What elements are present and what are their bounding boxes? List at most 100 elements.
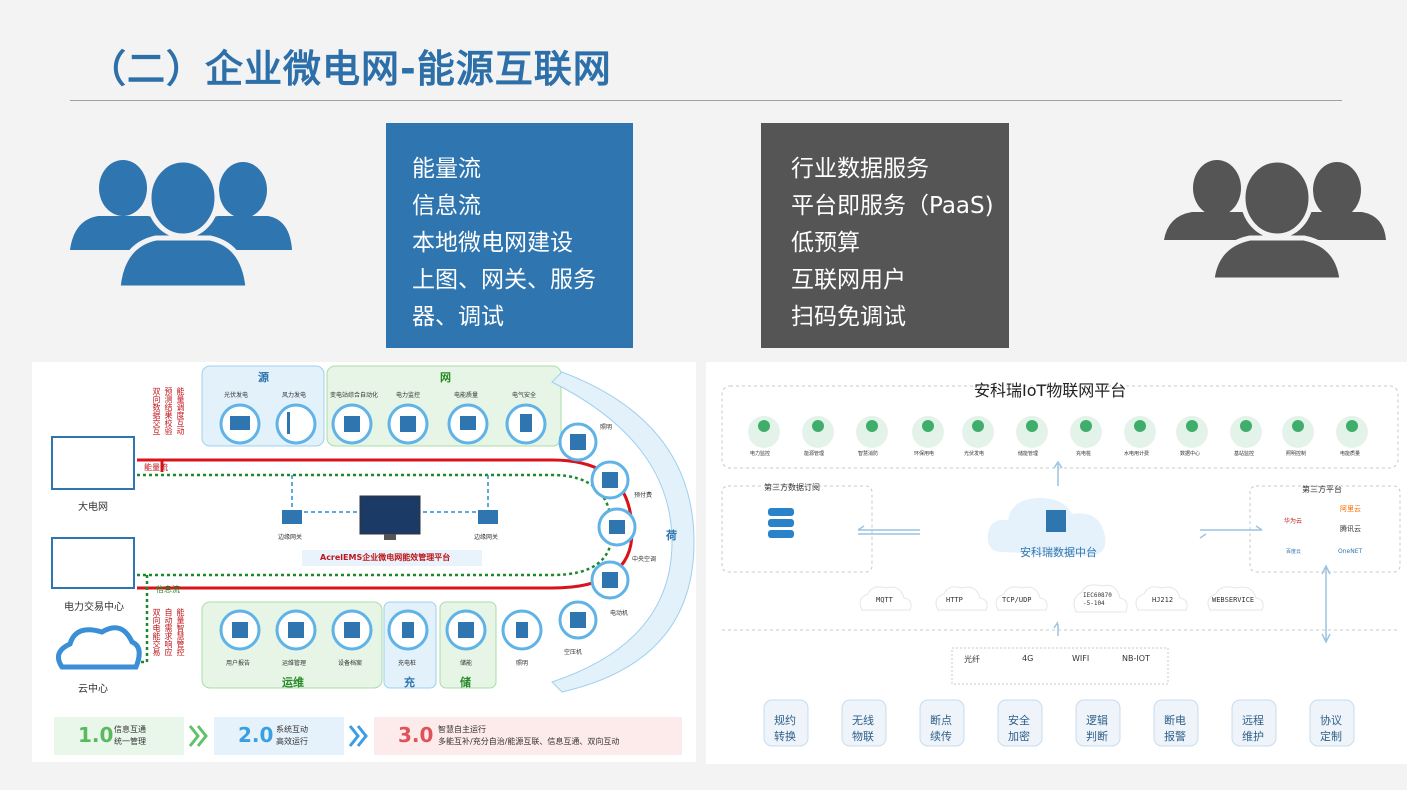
- vendor-aliyun: 阿里云: [1340, 505, 1361, 513]
- feature-2-a: 无线: [852, 714, 874, 727]
- feature-7-b: 维护: [1242, 730, 1264, 743]
- icon-label-substation: 变电站综合自动化: [330, 392, 379, 399]
- app-6: 储能管理: [1018, 451, 1039, 457]
- gray-line-1: 行业数据服务: [791, 156, 929, 182]
- link-wifi: WIFI: [1072, 654, 1090, 663]
- energy-flow-label: 能量流: [144, 463, 168, 472]
- feature-8-b: 定制: [1320, 730, 1342, 743]
- icon-label-pv: 光伏发电: [224, 392, 249, 399]
- iot-platform-title: 安科瑞IoT物联网平台: [974, 381, 1127, 400]
- icon-label-prepaid: 预付费: [634, 492, 653, 499]
- blue-line-1: 能量流: [412, 156, 481, 182]
- feature-8-a: 协议: [1320, 714, 1342, 727]
- third-party-platform: 第三方平台: [1302, 485, 1342, 494]
- app-12: 电能质量: [1340, 451, 1361, 457]
- feature-4-a: 安全: [1008, 714, 1030, 727]
- gray-feature-box: 行业数据服务 平台即服务（PaaS) 低预算 互联网用户 扫码免调试: [761, 123, 1009, 348]
- protocol-iec: IEC60870 -5-104: [1083, 592, 1112, 607]
- app-3: 智慧消防: [858, 451, 879, 457]
- feature-1-b: 转换: [774, 730, 796, 743]
- app-2: 能源管理: [804, 451, 825, 457]
- blue-line-4: 上图、网关、服务: [412, 267, 596, 293]
- page-title: （二）企业微电网-能源互联网: [88, 47, 612, 91]
- icon-label-archive: 设备档案: [338, 660, 363, 667]
- icon-label-charger: 充电桩: [398, 660, 417, 667]
- link-nbiot: NB-IOT: [1122, 654, 1150, 663]
- app-10: 基站监控: [1234, 451, 1255, 457]
- stage-3-num: 3.0: [398, 723, 434, 747]
- node-grid: 大电网: [78, 502, 108, 513]
- protocol-http: HTTP: [946, 596, 963, 604]
- protocol-mqtt: MQTT: [876, 596, 893, 604]
- feature-2-b: 物联: [852, 730, 874, 743]
- stage-1-line2: 统一管理: [114, 737, 146, 746]
- stage-3-line2: 多能互补/充分自治/能源互联、信息互通、双向互动: [438, 737, 620, 746]
- vertical-bottom-1: 双向电能交易: [152, 608, 161, 656]
- stage-1-num: 1.0: [78, 723, 114, 747]
- vertical-top-3: 能量调度互动: [176, 387, 185, 435]
- info-flow-label: 信息流: [156, 585, 180, 594]
- node-cloud: 云中心: [78, 684, 108, 695]
- app-9: 数据中心: [1180, 451, 1201, 457]
- icon-label-ops: 运维管理: [282, 660, 307, 667]
- icon-label-light: 照明: [600, 424, 613, 431]
- iot-graphics: [721, 385, 1401, 747]
- icon-label-safety: 电气安全: [512, 392, 537, 399]
- vendor-onenet: OneNET: [1338, 548, 1363, 555]
- vendor-baidu: 百度云: [1286, 549, 1302, 555]
- feature-6-b: 报警: [1164, 730, 1186, 743]
- app-4: 环保用电: [914, 451, 935, 457]
- icon-label-report: 用户报告: [226, 660, 251, 667]
- feature-3-b: 续传: [930, 730, 952, 743]
- icon-label-wind: 风力发电: [282, 392, 307, 399]
- feature-3-a: 断点: [930, 714, 952, 727]
- app-7: 充电桩: [1076, 451, 1092, 457]
- icon-label-storage: 储能: [460, 660, 473, 667]
- node-trading: 电力交易中心: [64, 602, 124, 613]
- link-fiber: 光纤: [964, 655, 980, 664]
- section-yuan: 源: [258, 371, 269, 384]
- gray-line-2: 平台即服务（PaaS): [791, 193, 994, 219]
- icon-label-quality: 电能质量: [454, 392, 479, 399]
- people-icon-right: [1164, 157, 1386, 283]
- section-yunwei: 运维: [282, 676, 304, 689]
- vendor-tencent: 腾讯云: [1340, 525, 1361, 533]
- third-party-sub: 第三方数据订阅: [764, 483, 820, 492]
- platform-label: AcrelEMS企业微电网能效管理平台: [320, 553, 451, 562]
- protocol-webservice: WEBSERVICE: [1212, 596, 1255, 604]
- stage-3-line1: 智慧自主运行: [438, 725, 486, 734]
- gray-line-3: 低预算: [791, 230, 860, 256]
- section-wang: 网: [440, 371, 451, 384]
- feature-7-a: 远程: [1242, 714, 1264, 727]
- feature-6-a: 断电: [1164, 714, 1186, 727]
- stage-2-line2: 高效运行: [276, 737, 308, 746]
- icon-label-lighting: 照明: [516, 660, 529, 667]
- vertical-top-2: 预测结果校验: [164, 387, 173, 435]
- people-icon-left: [70, 157, 292, 290]
- feature-5-a: 逻辑: [1086, 714, 1108, 727]
- blue-line-3: 本地微电网建设: [412, 230, 573, 256]
- gateway-left-label: 边缘网关: [278, 534, 303, 541]
- link-4g: 4G: [1022, 654, 1034, 663]
- protocol-hj212: HJ212: [1152, 596, 1174, 604]
- stage-2-line1: 系统互动: [276, 725, 308, 734]
- vendor-huawei: 华为云: [1284, 518, 1303, 525]
- iot-platform-diagram: 安科瑞IoT物联网平台 电力监控 能源管理 智慧消防 环保用电 光伏发电 储能管…: [706, 362, 1407, 764]
- vertical-bottom-2: 自动需求响应: [164, 608, 173, 656]
- protocol-tcp: TCP/UDP: [1002, 596, 1032, 604]
- stage-2-num: 2.0: [238, 723, 274, 747]
- feature-4-b: 加密: [1008, 730, 1030, 743]
- vertical-top-1: 双向数据交互: [152, 387, 161, 435]
- blue-line-5: 器、调试: [412, 304, 504, 330]
- stage-1-line1: 信息互通: [114, 725, 146, 734]
- app-5: 光伏发电: [964, 451, 985, 457]
- gray-line-5: 扫码免调试: [791, 304, 906, 330]
- feature-5-b: 判断: [1086, 730, 1108, 743]
- data-center-label: 安科瑞数据中台: [1020, 546, 1097, 559]
- app-8: 水电用计费: [1124, 451, 1150, 457]
- icon-label-compressor: 空压机: [564, 649, 583, 656]
- section-chong: 充: [404, 676, 415, 689]
- icon-label-monitor: 电力监控: [396, 392, 421, 399]
- section-he: 荷: [666, 529, 677, 542]
